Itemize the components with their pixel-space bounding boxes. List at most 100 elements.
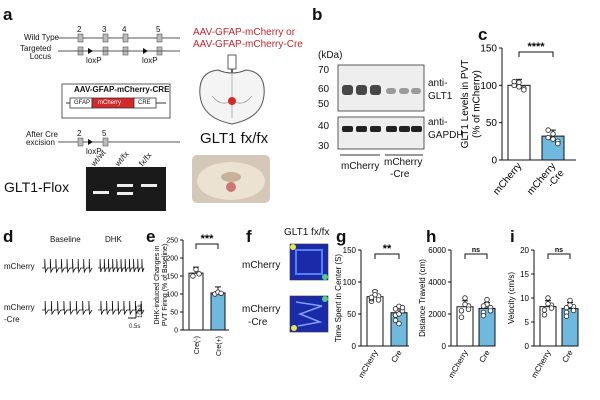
loxp-label: loxP [86,147,102,156]
data-point [545,134,551,141]
y-tick-label: 4000 [428,278,446,287]
y-tick-label: 50 [170,309,178,316]
y-tick-label: 100 [343,278,357,287]
significance-bracket [374,253,400,259]
data-point [372,292,378,298]
data-point [511,78,517,85]
significance-bracket [547,253,571,259]
construct-cre: CRE [138,100,151,106]
group-label: mCherry [341,161,380,172]
marker-label: 40 [318,121,330,132]
bar [561,308,579,347]
data-point [480,312,487,319]
marker-label: 70 [318,65,330,76]
x-tick-label: mCherry [357,349,380,380]
significance-label: ** [383,243,392,255]
construct-gfap: GFAP [74,100,91,106]
data-point [550,136,556,142]
data-point [563,313,570,319]
trace-row-label: mCherry [4,303,35,312]
panel-label-c: c [478,25,488,44]
trace [42,258,93,274]
x-tick-label: Cre [389,348,404,364]
bar [539,306,557,347]
target-gapdh-1: anti- [428,117,448,128]
panel-label-e: e [146,227,156,246]
y-tick-label: 10 [520,294,529,303]
data-point [521,87,527,93]
bar [366,296,384,347]
panel-label-i: i [510,227,515,246]
open-field-row: mCherry [242,260,281,271]
significance-label: **** [527,41,545,53]
y-tick-label: 50 [486,118,498,129]
exon-label: 3 [102,25,107,34]
loxp-label: loxP [86,56,102,65]
x-tick-label: mCherry-Cre [525,161,567,205]
y-tick-label: 2000 [428,310,446,319]
panel-label-b: b [312,5,323,24]
exon-label: 2 [77,129,82,138]
kda-label: (kDa) [318,50,343,61]
y-tick-label: 0 [352,342,357,351]
data-point [567,297,573,304]
y-tick-label: 0 [174,327,178,334]
y-tick-label: 100 [166,291,178,298]
y-tick-label: 100 [480,81,497,92]
target-glt1-2: GLT1 [428,91,453,102]
trace-row-label: -Cre [4,315,20,324]
construct-mcherry: mCherry [98,100,122,106]
data-point [193,266,199,273]
scale-x-label: 0.5s [129,324,141,330]
data-point [563,304,570,311]
x-tick-label: Cre [560,348,575,364]
significance-bracket [195,243,219,249]
data-point [545,127,551,133]
group-label: -Cre [390,169,410,180]
data-point [465,306,472,312]
data-point [396,311,402,317]
y-tick-label: 150 [166,273,178,280]
trace [98,258,145,273]
y-tick-label: 250 [166,237,178,244]
significance-bracket [464,253,488,259]
bar [188,272,204,331]
genotype-label: GLT1-Flox [4,179,70,195]
data-point [487,308,494,314]
bar [456,306,474,347]
y-tick-label: 50 [347,310,356,319]
target-gapdh-2: GAPDH [428,130,464,141]
y-tick-label: 5 [525,318,530,327]
data-point [375,297,382,303]
loxp-label: loxP [142,56,158,65]
data-point [399,304,406,311]
data-point [480,303,487,309]
data-point [541,307,548,313]
open-field-title: GLT1 fx/fx [284,227,330,238]
mouse-label: GLT1 fx/fx [200,130,269,147]
y-tick-label: 6000 [428,246,446,255]
injection-label-2: AAV-GFAP-mCherry-Cre [193,39,303,50]
y-tick-label: 200 [166,255,178,262]
y-axis-label: Time Spent in Center (S) [334,254,343,343]
exon-label: 5 [102,129,107,138]
y-axis-label: DHK-induced Changes inPVT Firing (% of B… [154,244,169,326]
significance-label: *** [201,233,215,245]
data-point [545,301,551,307]
data-point [545,295,551,301]
data-point [516,84,522,90]
panel-label-a: a [3,5,13,24]
marker-label: 30 [318,141,330,152]
data-point [218,290,224,296]
x-tick-label: Cre [477,348,492,364]
y-tick-label: 20 [520,246,529,255]
significance-label: ns [555,247,563,254]
